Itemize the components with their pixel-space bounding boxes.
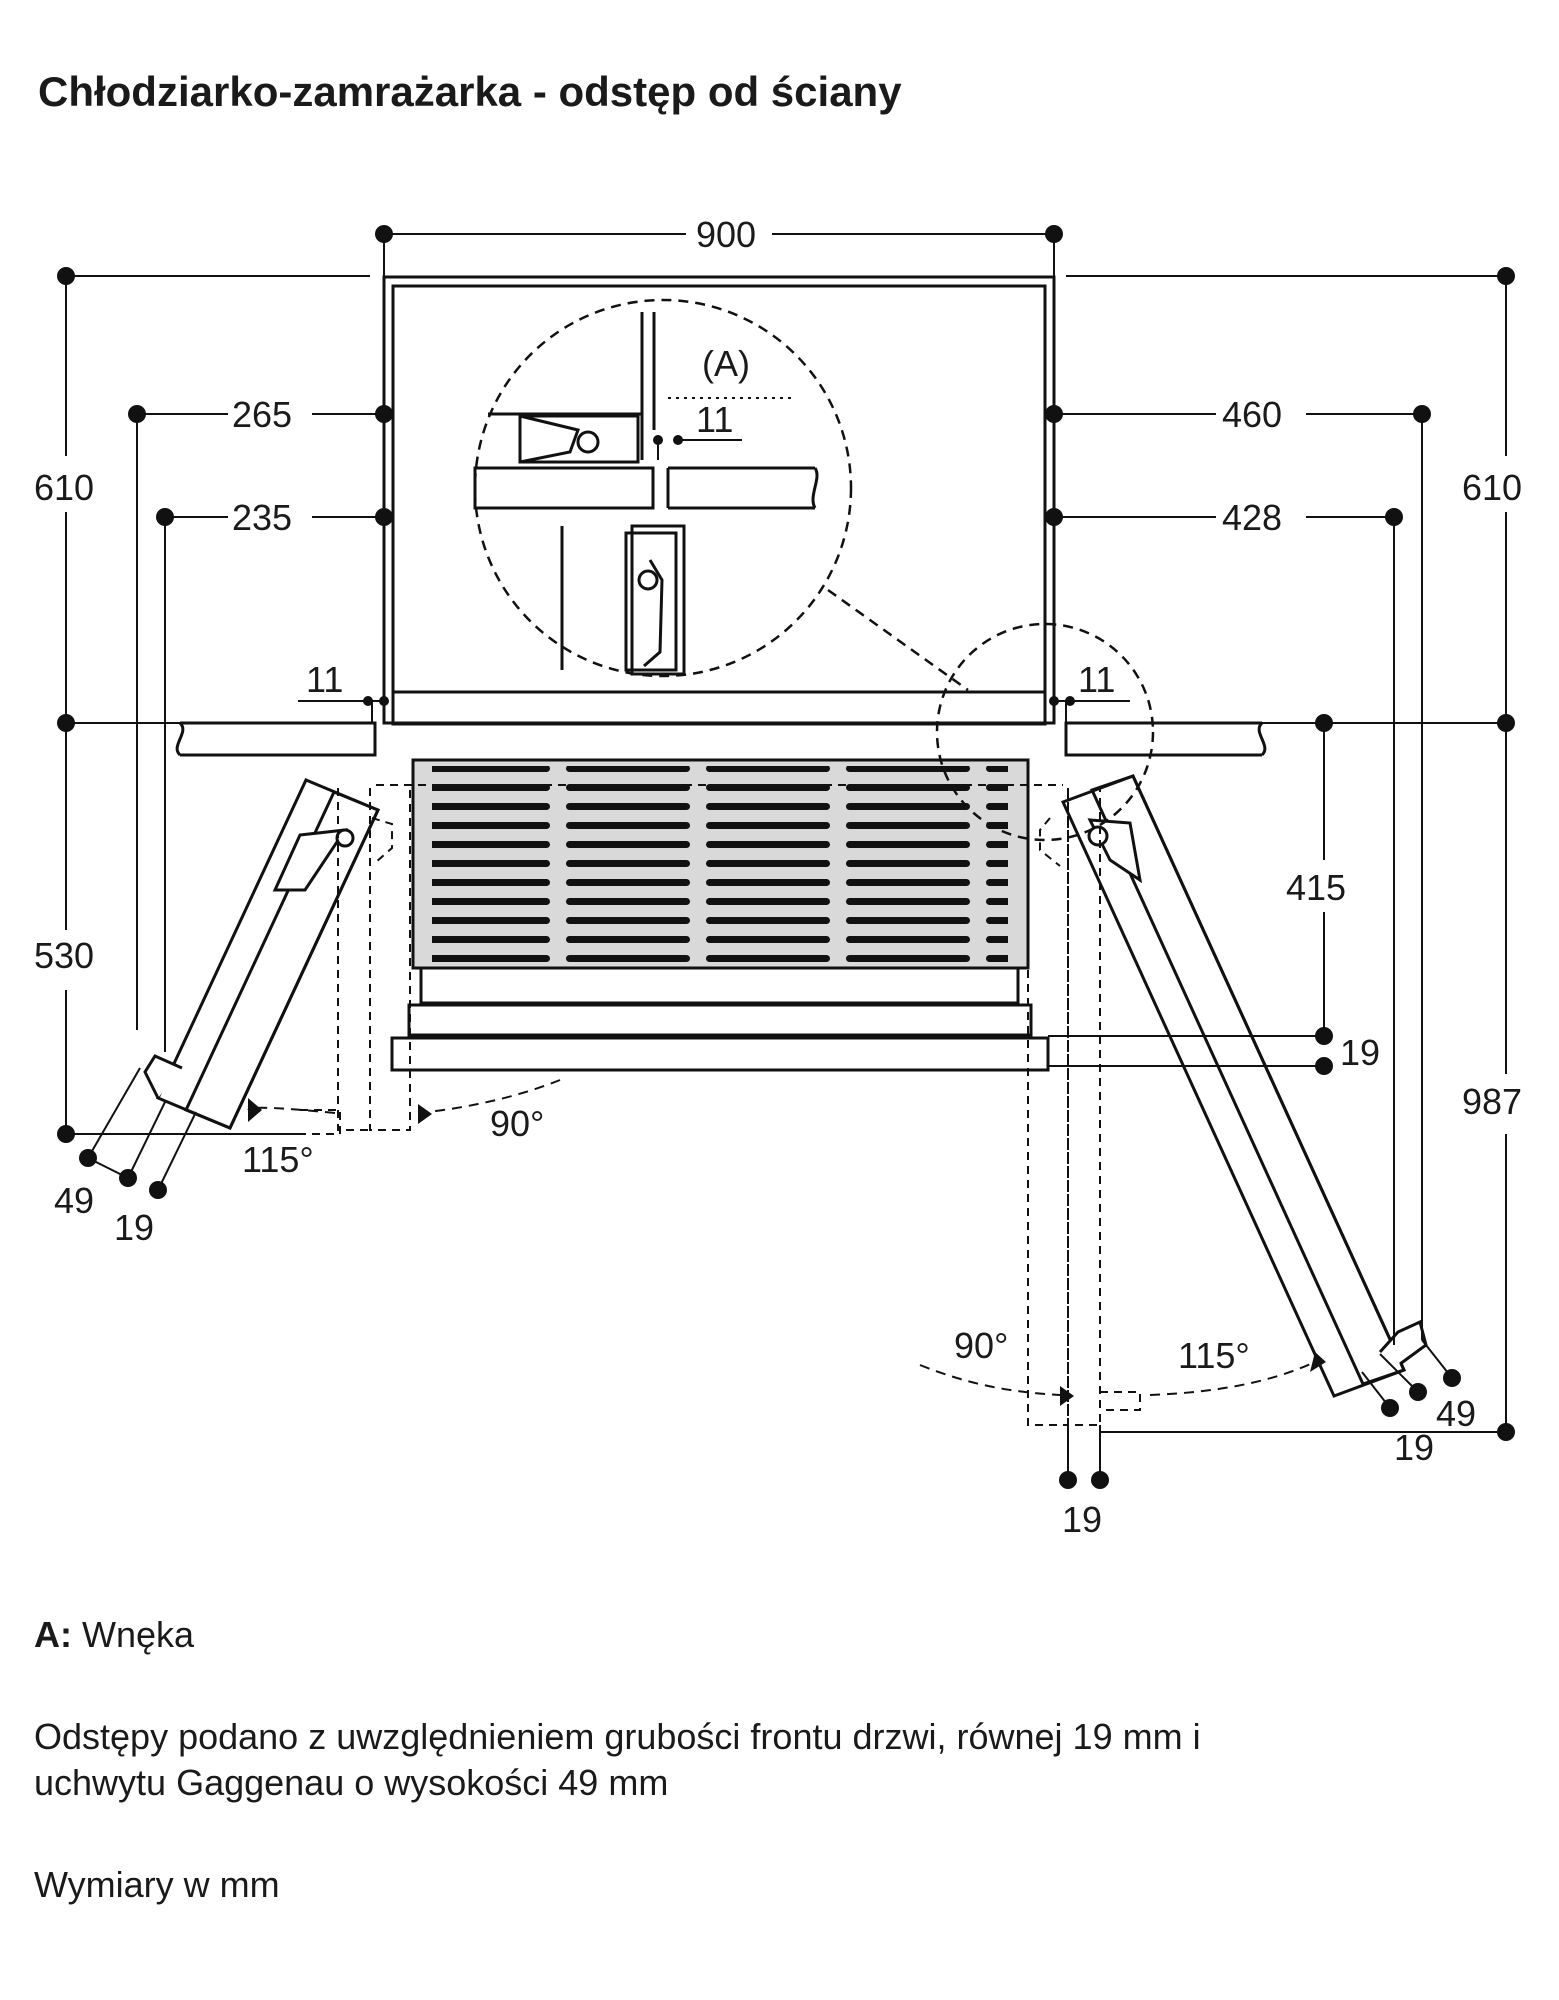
left-door <box>143 778 381 1130</box>
dimension-labels: 900 610 610 265 235 460 428 11 11 530 41… <box>34 214 1522 1540</box>
arc-arrowheads <box>248 1098 1326 1406</box>
legend-text: Wnęka <box>82 1614 195 1655</box>
detail-label: (A) <box>702 343 750 384</box>
clearance-note-line2: uchwytu Gaggenau o wysokości 49 mm <box>34 1762 669 1803</box>
clearance-note-line1: Odstępy podano z uwzględnieniem grubości… <box>34 1716 1201 1757</box>
dim-right-49: 49 <box>1436 1393 1476 1434</box>
dim-415: 415 <box>1286 867 1346 908</box>
cabinet <box>382 275 1056 726</box>
units-note: Wymiary w mm <box>34 1864 280 1905</box>
detail-callout <box>827 588 1155 842</box>
notes: A: Wnęka Odstępy podano z uwzględnieniem… <box>34 1612 1514 1964</box>
dim-right-610: 610 <box>1462 467 1522 508</box>
dim-bottom-19: 19 <box>1062 1499 1102 1540</box>
dimension-lines <box>65 233 1507 1480</box>
dim-left-19: 19 <box>114 1207 154 1248</box>
dim-right-19: 19 <box>1394 1427 1434 1468</box>
clearance-note: Odstępy podano z uwzględnieniem grubości… <box>34 1714 1514 1806</box>
angle-left-115: 115° <box>242 1139 314 1180</box>
dimension-dots <box>57 225 1515 1489</box>
page-title: Chłodziarko-zamrażarka - odstęp od ścian… <box>38 68 902 115</box>
appliance-drawer <box>390 758 1050 1072</box>
angle-right-90: 90° <box>954 1325 1008 1366</box>
dim-530: 530 <box>34 935 94 976</box>
swing-arcs <box>247 1079 1316 1396</box>
detail-circle-a: (A) 11 <box>473 298 853 678</box>
door-outline-90 <box>300 784 1141 1426</box>
angle-left-90: 90° <box>490 1103 544 1144</box>
detail-dim-11: 11 <box>696 399 733 440</box>
dim-987: 987 <box>1462 1081 1522 1122</box>
wall-right <box>1064 721 1267 757</box>
dim-428: 428 <box>1222 497 1282 538</box>
dim-left-49: 49 <box>54 1180 94 1221</box>
dim-gap-left-11: 11 <box>306 659 343 700</box>
angle-right-115: 115° <box>1178 1335 1250 1376</box>
dim-460: 460 <box>1222 394 1282 435</box>
right-door <box>1060 774 1428 1398</box>
legend: A: Wnęka <box>34 1612 1514 1658</box>
dim-265: 265 <box>232 394 292 435</box>
dim-gap-right-11: 11 <box>1078 659 1115 700</box>
dim-900: 900 <box>696 214 756 255</box>
wall-left <box>175 721 377 757</box>
dim-front-19: 19 <box>1340 1032 1380 1073</box>
dim-235: 235 <box>232 497 292 538</box>
dim-left-610: 610 <box>34 467 94 508</box>
legend-key: A: <box>34 1614 72 1655</box>
